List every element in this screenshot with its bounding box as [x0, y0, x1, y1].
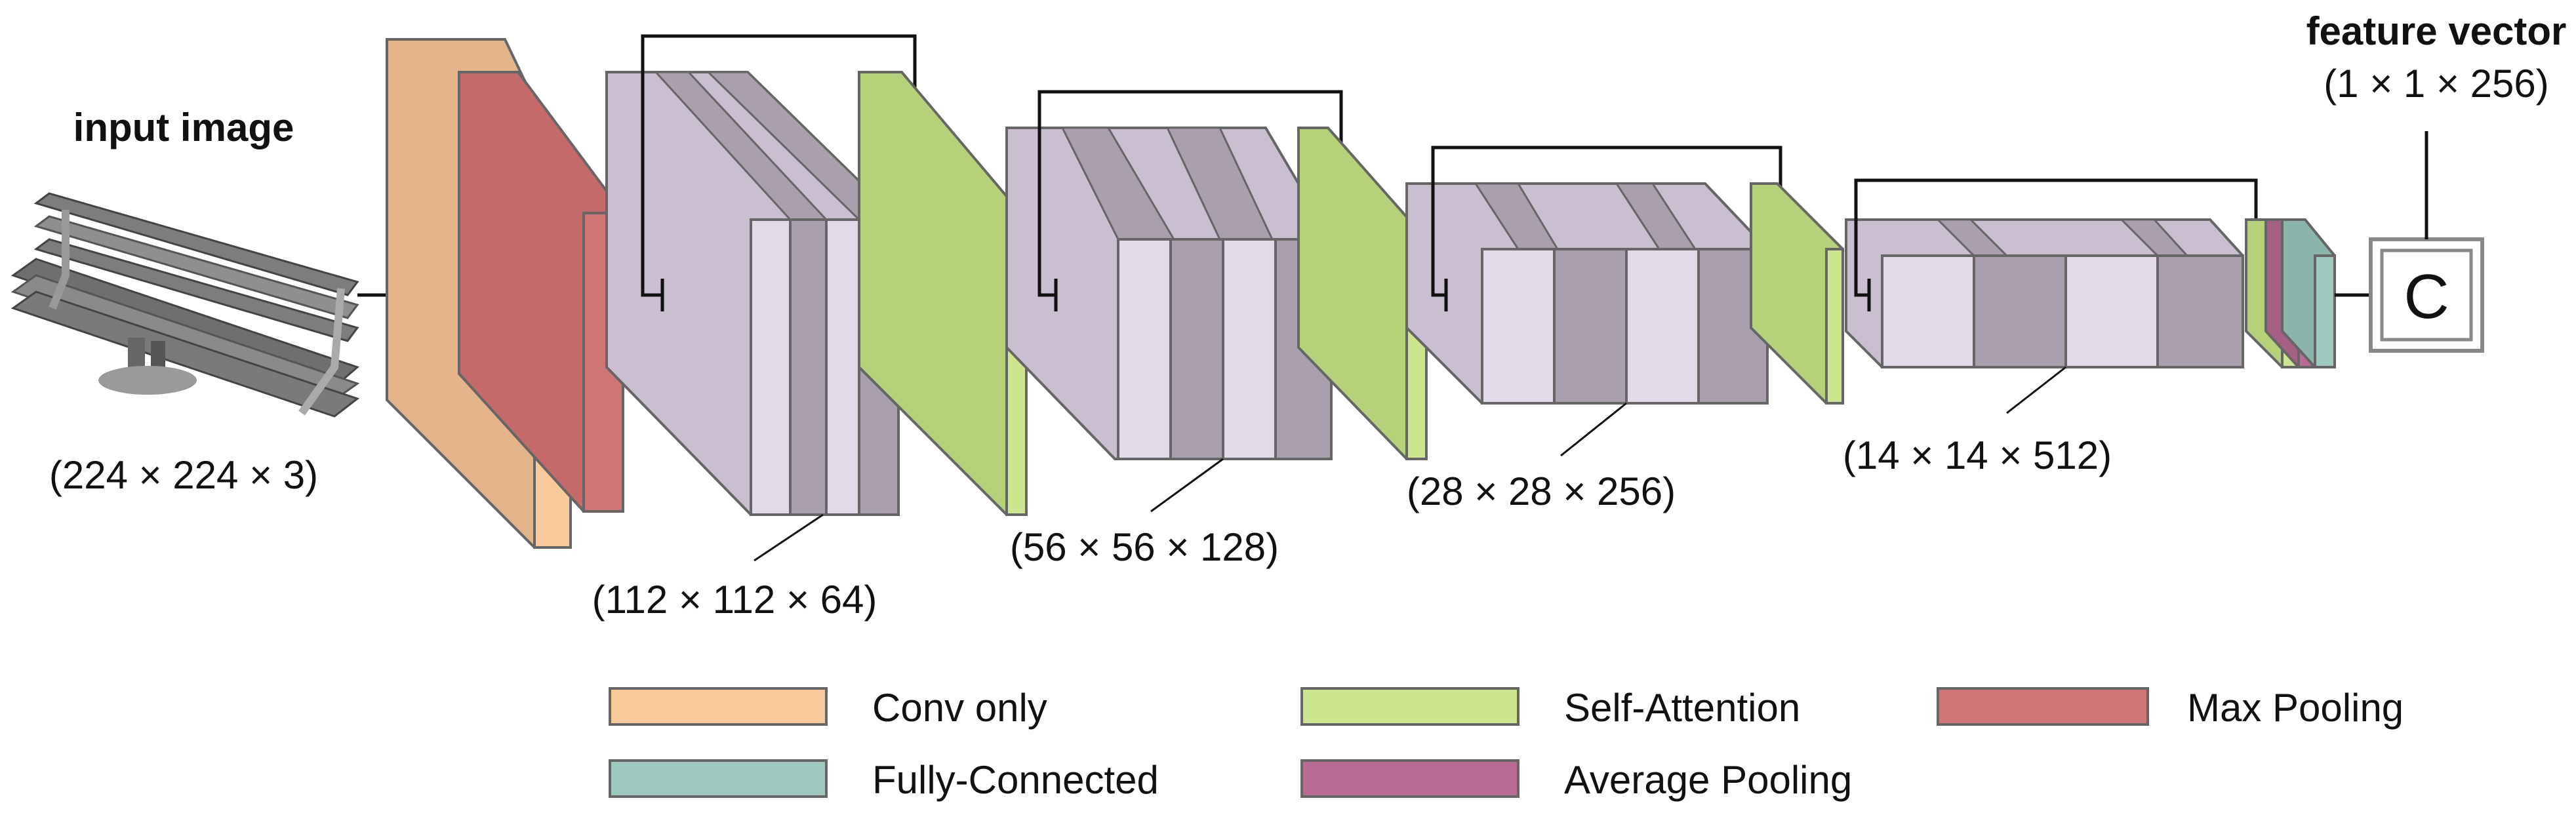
output-dims: (1 × 1 × 256) [2324, 62, 2549, 106]
legend-label: Max Pooling [2187, 686, 2404, 730]
legend-swatch [609, 759, 828, 798]
stage1-dims: (112 × 112 × 64) [592, 578, 877, 622]
legend-swatch [1937, 687, 2149, 726]
feature-vector-symbol: C [2404, 262, 2449, 332]
legend-item-fully-connected: Fully-Connected [609, 758, 1159, 802]
stage4-dims: (14 × 14 × 512) [1843, 433, 2112, 477]
fc-layer [2281, 218, 2336, 368]
legend-label: Conv only [872, 686, 1047, 730]
attention-layer-3 [1750, 182, 1844, 405]
legend-item-conv-only: Conv only [609, 686, 1047, 730]
legend-swatch [609, 687, 828, 726]
legend-item-average-pooling: Average Pooling [1300, 758, 1852, 802]
legend-swatch [1300, 759, 1519, 798]
stage3-dims: (28 × 28 × 256) [1407, 469, 1676, 513]
output-title: feature vector [2306, 9, 2567, 53]
bench-image [10, 192, 360, 418]
legend-label: Self-Attention [1564, 686, 1800, 730]
legend-item-self-attention: Self-Attention [1300, 686, 1800, 730]
input-dims: (224 × 224 × 3) [49, 453, 318, 497]
stage3-block [1405, 182, 1769, 405]
legend-item-max-pooling: Max Pooling [1937, 686, 2404, 730]
attention-layer-1 [858, 71, 1028, 516]
legend-label: Fully-Connected [872, 758, 1159, 802]
legend: Conv only Self-Attention Max Pooling Ful… [609, 686, 2404, 802]
stage2-dims: (56 × 56 × 128) [1010, 525, 1279, 569]
input-title: input image [73, 106, 294, 149]
stage4-block [1845, 218, 2244, 368]
feature-vector-box: C [2369, 237, 2484, 353]
legend-swatch [1300, 687, 1519, 726]
legend-label: Average Pooling [1564, 758, 1852, 802]
